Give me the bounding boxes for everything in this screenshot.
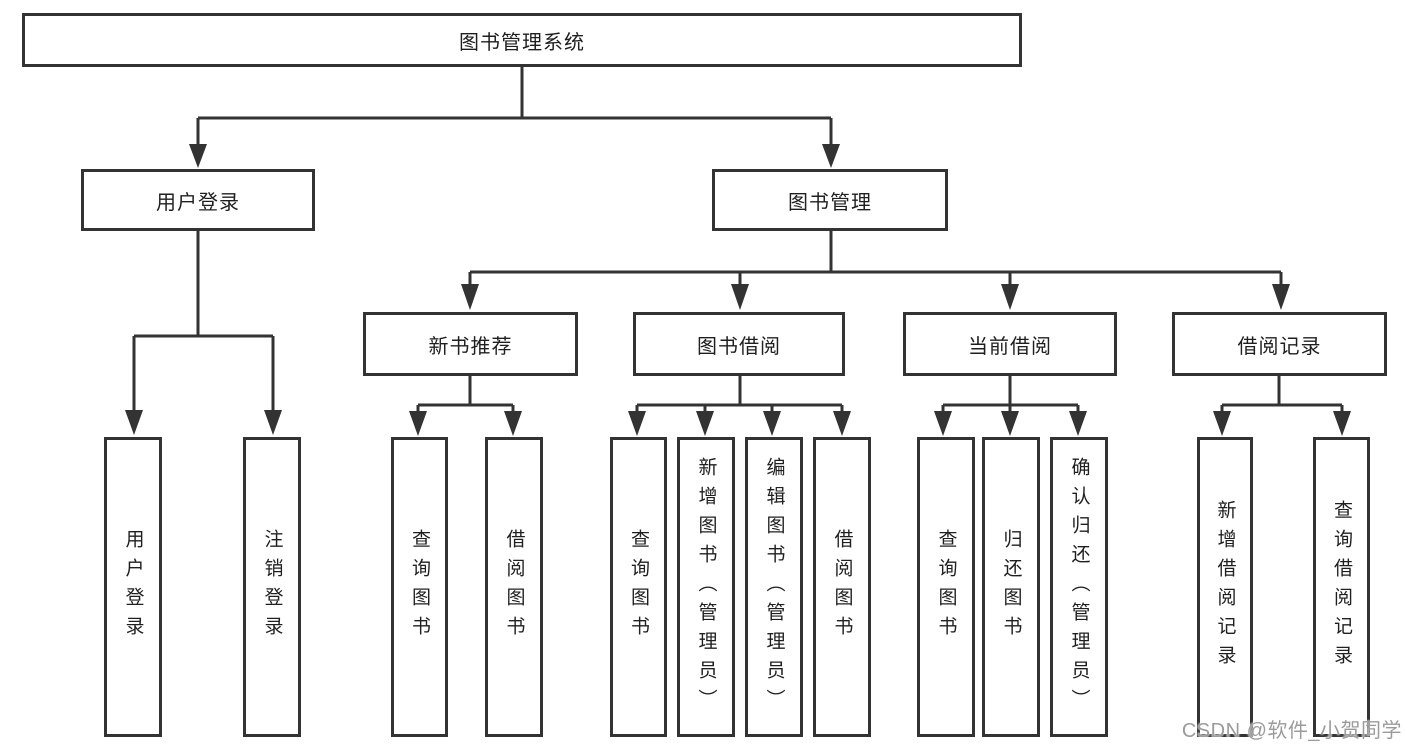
leaf-query-book-recommend-label: 查询图书 xyxy=(409,529,430,645)
leaf-query-book-borrow-label: 查询图书 xyxy=(628,529,649,645)
leaf-user-login: 用户登录 xyxy=(104,437,162,737)
leaf-borrow-book-label: 借阅图书 xyxy=(831,529,853,645)
node-current-borrow: 当前借阅 xyxy=(903,312,1117,376)
node-current-borrow-label: 当前借阅 xyxy=(968,335,1052,358)
node-user-login-label: 用户登录 xyxy=(156,191,240,214)
leaf-add-borrow-record: 新增借阅记录 xyxy=(1197,437,1253,737)
leaf-user-login-label: 用户登录 xyxy=(122,529,144,645)
node-root-label: 图书管理系统 xyxy=(459,31,585,54)
leaf-return-book-label: 归还图书 xyxy=(1000,529,1022,645)
leaf-borrow-book-recommend: 借阅图书 xyxy=(485,437,543,737)
csdn-watermark: CSDN @软件_小贺同学 xyxy=(1181,720,1402,742)
leaf-query-book-current: 查询图书 xyxy=(917,437,975,737)
leaf-add-book-admin: 新增图书（管理员） xyxy=(677,437,735,737)
leaf-query-book-borrow: 查询图书 xyxy=(610,437,667,737)
node-book-borrow-label: 图书借阅 xyxy=(697,335,781,358)
node-book-management: 图书管理 xyxy=(712,169,948,231)
node-borrow-record-label: 借阅记录 xyxy=(1237,335,1322,358)
leaf-logout-label: 注销登录 xyxy=(261,529,283,645)
leaf-borrow-book: 借阅图书 xyxy=(813,437,871,737)
node-borrow-record: 借阅记录 xyxy=(1172,312,1387,376)
leaf-query-book-current-label: 查询图书 xyxy=(935,529,957,645)
node-new-book-recommend: 新书推荐 xyxy=(363,312,578,376)
leaf-query-borrow-record-label: 查询借阅记录 xyxy=(1331,500,1352,674)
leaf-return-book: 归还图书 xyxy=(982,437,1040,737)
node-root-library-system: 图书管理系统 xyxy=(22,13,1022,67)
leaf-add-book-admin-label: 新增图书（管理员） xyxy=(695,456,717,718)
node-book-borrow: 图书借阅 xyxy=(633,312,845,376)
node-book-management-label: 图书管理 xyxy=(788,191,872,214)
leaf-borrow-book-recommend-label: 借阅图书 xyxy=(503,529,525,645)
leaf-edit-book-admin-label: 编辑图书（管理员） xyxy=(763,456,785,718)
leaf-edit-book-admin: 编辑图书（管理员） xyxy=(745,437,803,737)
leaf-add-borrow-record-label: 新增借阅记录 xyxy=(1214,500,1236,674)
leaf-query-book-recommend: 查询图书 xyxy=(391,437,448,737)
leaf-logout: 注销登录 xyxy=(243,437,301,737)
node-new-book-recommend-label: 新书推荐 xyxy=(428,335,513,358)
leaf-confirm-return-admin-label: 确认归还（管理员） xyxy=(1068,456,1090,718)
node-user-login: 用户登录 xyxy=(81,169,315,231)
leaf-query-borrow-record: 查询借阅记录 xyxy=(1313,437,1370,737)
leaf-confirm-return-admin: 确认归还（管理员） xyxy=(1050,437,1108,737)
